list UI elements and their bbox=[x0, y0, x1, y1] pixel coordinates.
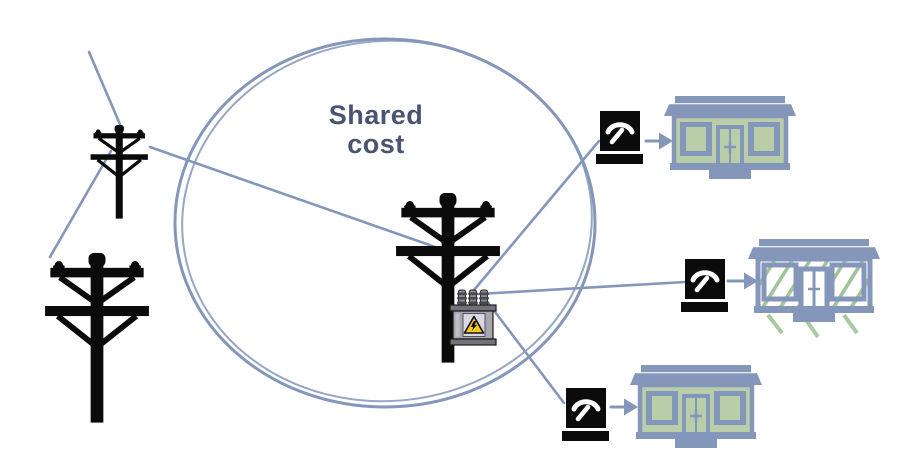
arrow-right-icon-bottom bbox=[609, 398, 638, 416]
high-voltage-warning-triangle-icon bbox=[463, 315, 485, 334]
distribution-transformer-icon bbox=[449, 289, 497, 346]
shared-cost-label: Shared cost bbox=[328, 100, 424, 159]
arrow-right-icon-middle bbox=[726, 272, 758, 290]
service-drop-line-bottom bbox=[481, 294, 566, 405]
house-sketch-icon-middle bbox=[748, 239, 880, 337]
electric-meter-icon-bottom bbox=[562, 388, 609, 441]
house-icon-top bbox=[664, 96, 796, 179]
house-icon-bottom bbox=[630, 365, 762, 448]
power-line-incoming bbox=[87, 50, 124, 131]
service-drop-line-middle bbox=[477, 280, 687, 296]
service-drop-line-top bbox=[472, 139, 601, 292]
transformer-bushings bbox=[457, 289, 489, 307]
shared-zone-ellipse-sketch-stroke bbox=[181, 39, 593, 403]
electric-meter-icon-top bbox=[596, 111, 643, 164]
electric-meter-icon-middle bbox=[681, 259, 728, 312]
power-line-to-shared-pole bbox=[148, 145, 440, 250]
power-line-span-between-poles bbox=[48, 149, 113, 259]
shared-cost-zone bbox=[173, 37, 597, 409]
shared-zone-ellipse bbox=[173, 37, 597, 409]
utility-pole-large-icon bbox=[45, 253, 149, 423]
arrow-right-icon-top bbox=[644, 132, 673, 150]
